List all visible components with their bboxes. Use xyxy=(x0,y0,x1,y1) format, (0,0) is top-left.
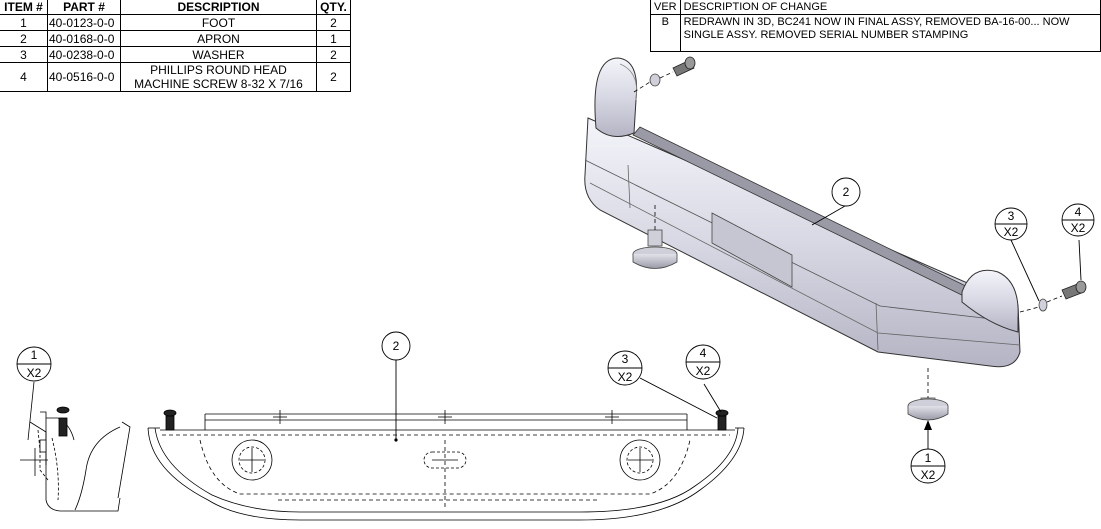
bom-row: 4 40-0516-0-0 PHILLIPS ROUND HEAD MACHIN… xyxy=(0,62,351,92)
bill-of-materials-table: ITEM # PART # DESCRIPTION QTY. 1 40-0123… xyxy=(0,0,351,92)
explode-lines-3d xyxy=(633,71,1063,398)
front-view xyxy=(147,360,745,521)
apron-3d-body xyxy=(584,57,1021,368)
balloon-number: 1 xyxy=(925,451,932,465)
balloon-number: 2 xyxy=(843,185,850,199)
balloon-number: 3 xyxy=(622,352,629,366)
washer-3d-right xyxy=(1038,298,1048,312)
balloon-iso-screw: 4 X2 xyxy=(1061,203,1095,237)
bom-part: 40-0238-0-0 xyxy=(47,46,121,63)
revision-table: VER DESCRIPTION OF CHANGE B REDRAWN IN 3… xyxy=(650,0,1101,52)
balloon-quantity: X2 xyxy=(1071,221,1086,235)
foot-3d-lower xyxy=(907,397,949,421)
balloon-front-apron: 2 xyxy=(381,331,411,361)
balloon-number: 2 xyxy=(393,339,400,353)
bom-item: 4 xyxy=(0,62,48,92)
balloon-quantity: X2 xyxy=(27,366,42,380)
balloon-quantity: X2 xyxy=(921,468,936,482)
balloon-quantity: X2 xyxy=(696,364,711,378)
bom-description: PHILLIPS ROUND HEAD MACHINE SCREW 8-32 X… xyxy=(120,62,317,92)
balloon-number: 4 xyxy=(1075,205,1082,219)
balloon-iso-foot: 1 X2 xyxy=(910,448,946,484)
foot-3d-upper xyxy=(632,229,678,269)
balloon-front-screw: 4 X2 xyxy=(685,344,721,380)
balloon-number: 1 xyxy=(31,348,38,362)
balloon-quantity: X2 xyxy=(1004,225,1019,239)
revision-row: B REDRAWN IN 3D, BC241 NOW IN FINAL ASSY… xyxy=(650,14,1101,52)
revision-description: REDRAWN IN 3D, BC241 NOW IN FINAL ASSY, … xyxy=(679,14,1101,52)
leader-dot xyxy=(394,438,398,442)
balloon-number: 4 xyxy=(700,346,707,360)
balloon-quantity: X2 xyxy=(618,370,633,384)
balloon-iso-apron: 2 xyxy=(831,177,861,207)
revision-ver: B xyxy=(650,14,681,52)
side-view xyxy=(20,381,131,512)
balloon-front-washer: 3 X2 xyxy=(607,350,643,386)
bom-part: 40-0516-0-0 xyxy=(47,62,121,92)
washer-3d-left xyxy=(649,73,661,87)
bom-qty: 2 xyxy=(316,62,351,92)
screw-3d-left xyxy=(672,56,696,77)
arrowhead xyxy=(924,420,932,430)
screw-3d-right xyxy=(1061,280,1087,300)
balloon-side-foot: 1 X2 xyxy=(16,346,52,382)
balloon-iso-washer: 3 X2 xyxy=(994,207,1028,241)
balloon-number: 3 xyxy=(1008,209,1015,223)
isometric-view xyxy=(584,56,1087,450)
